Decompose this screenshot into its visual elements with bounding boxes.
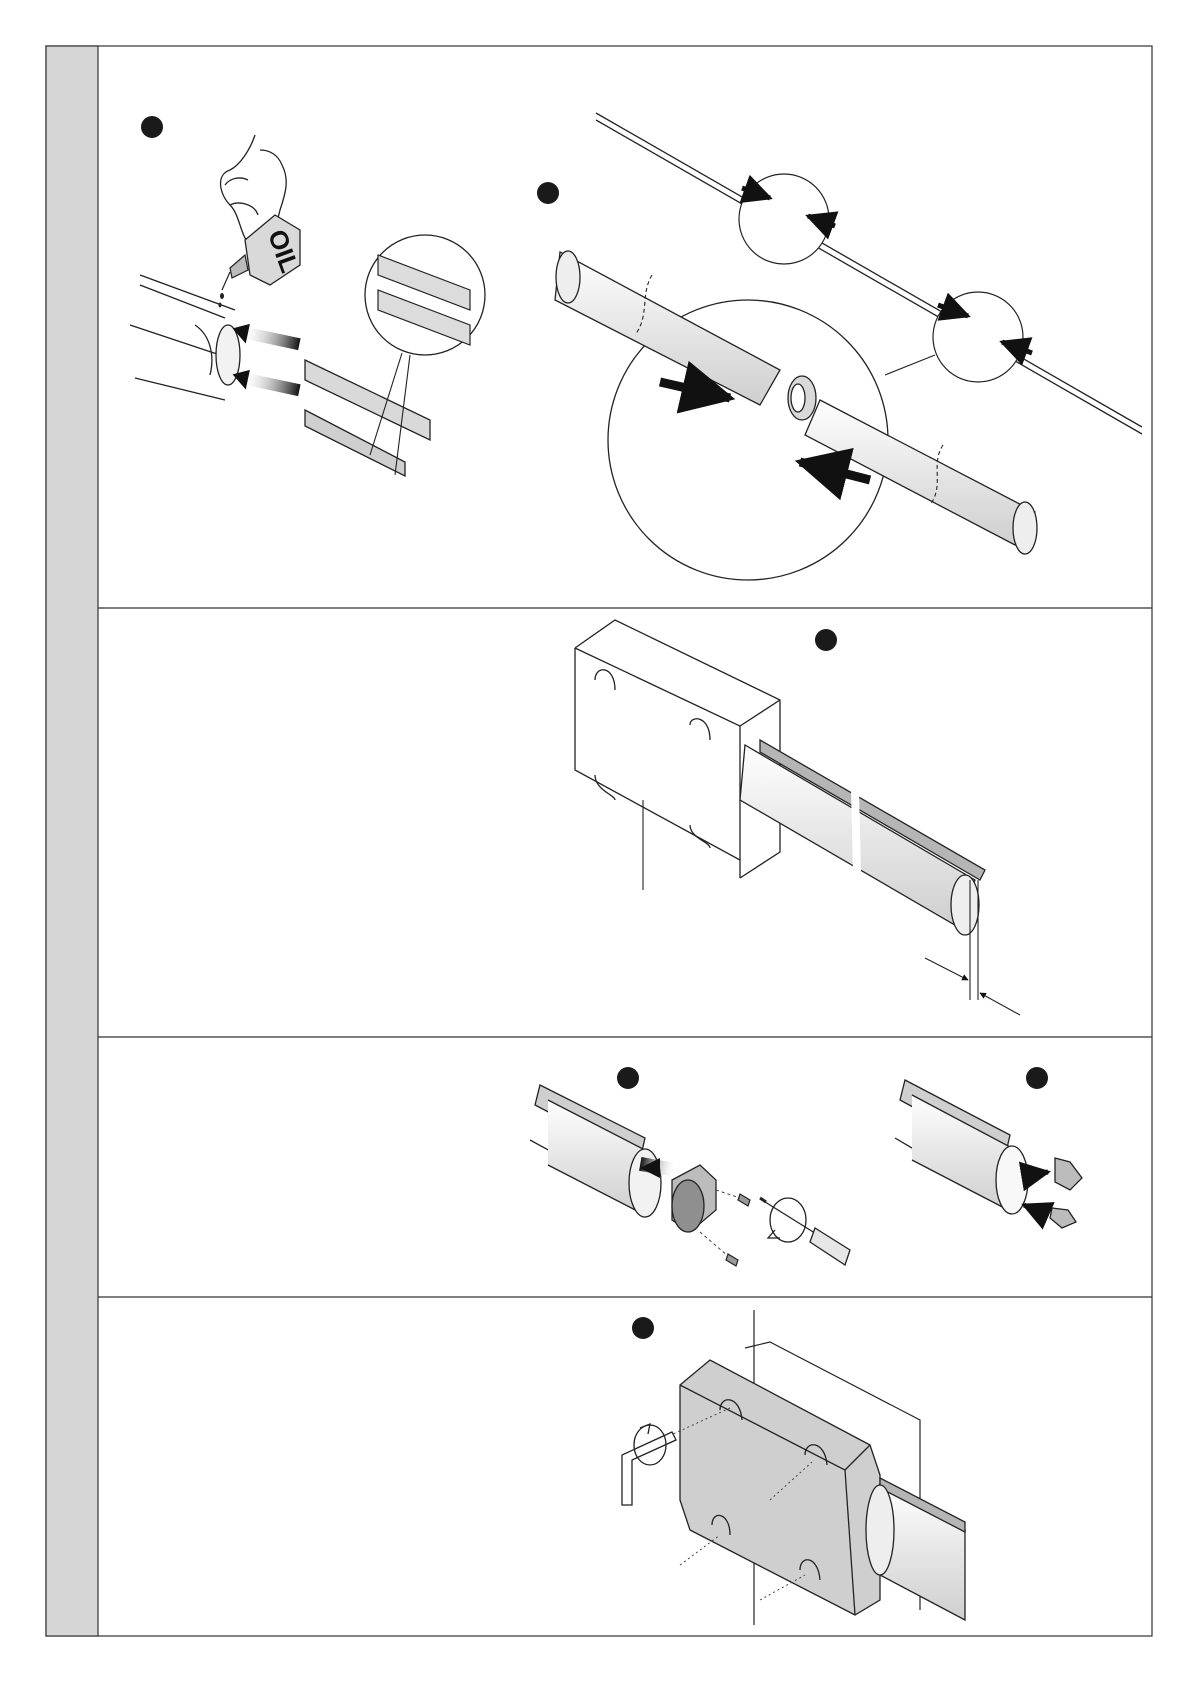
left-sidebar [46,46,98,1636]
step-bullet [141,116,163,138]
step-bullet [815,629,837,651]
rail-gap-marker [855,790,858,912]
step-bullet [617,1067,639,1089]
step-bullet [537,182,559,204]
step-bullet [1026,1067,1048,1089]
step-bullet [632,1317,654,1339]
rail-connector [788,376,816,420]
